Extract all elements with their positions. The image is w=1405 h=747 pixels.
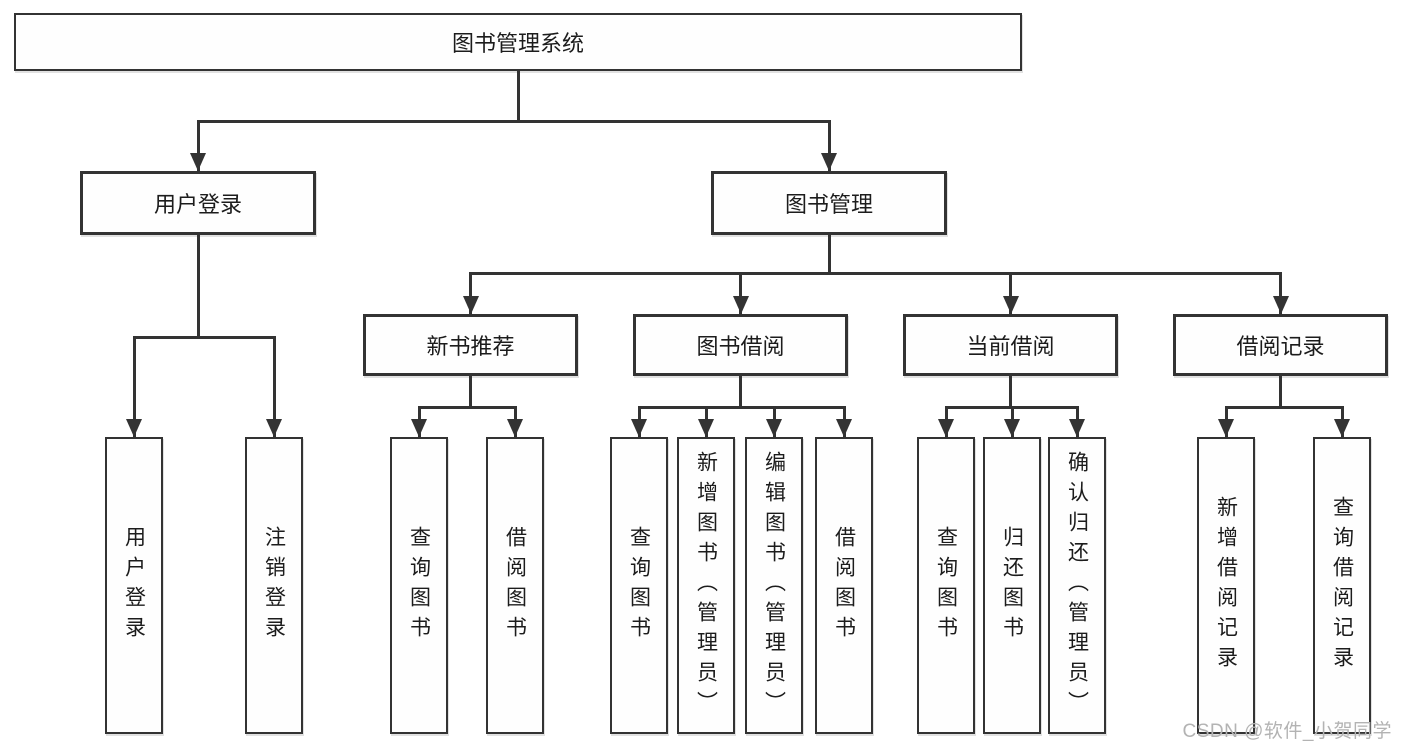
connector-arrow-new-book	[469, 272, 472, 314]
leaf-current-confirm-return-admin: 确认归还（管理员）	[1048, 437, 1106, 734]
leaf-borrowing-query-books: 查询图书	[610, 437, 668, 734]
connector-records-stem	[1279, 376, 1282, 406]
node-new-book-recommendation: 新书推荐	[363, 314, 578, 376]
leaf-records-add-record: 新增借阅记录	[1197, 437, 1255, 734]
connector-arrow-leaf-logout	[272, 336, 276, 437]
leaf-label: 查询图书	[407, 525, 431, 646]
connector-arrow-leaf-user-login	[132, 336, 136, 437]
node-borrow-records: 借阅记录	[1173, 314, 1388, 376]
connector-login-hline	[132, 336, 276, 339]
leaf-label: 查询图书	[627, 525, 651, 646]
connector-arrow-br-query	[1340, 406, 1344, 437]
connector-arrow-nb-borrow	[513, 406, 517, 437]
leaf-borrowing-edit-books-admin: 编辑图书（管理员）	[745, 437, 803, 734]
connector-root-hline	[196, 120, 831, 123]
connector-arrow-bb-query	[637, 406, 641, 437]
connector-arrow-cb-confirm	[1075, 406, 1079, 437]
connector-arrow-user-login	[196, 120, 200, 171]
leaf-logout: 注销登录	[245, 437, 303, 734]
connector-arrow-current-borrowing	[1009, 272, 1012, 314]
connector-arrow-book-management	[827, 120, 831, 171]
leaf-current-query-books: 查询图书	[917, 437, 975, 734]
connector-arrow-bb-borrow	[842, 406, 846, 437]
connector-mgmt-hline	[469, 272, 1282, 275]
leaf-label: 新增图书（管理员）	[694, 450, 718, 721]
leaf-label: 确认归还（管理员）	[1065, 450, 1089, 721]
connector-records-hline	[1224, 406, 1344, 409]
connector-arrow-br-add	[1224, 406, 1228, 437]
leaf-label: 借阅图书	[503, 525, 527, 646]
node-book-management: 图书管理	[711, 171, 947, 235]
leaf-label: 归还图书	[1000, 525, 1024, 646]
leaf-records-query-record: 查询借阅记录	[1313, 437, 1371, 734]
connector-arrow-cb-query	[944, 406, 948, 437]
leaf-label: 借阅图书	[832, 525, 856, 646]
connector-newbook-stem	[469, 376, 472, 406]
connector-arrow-cb-return	[1010, 406, 1014, 437]
connector-current-stem	[1009, 376, 1012, 406]
leaf-borrowing-borrow-books: 借阅图书	[815, 437, 873, 734]
connector-root-stem	[516, 71, 520, 120]
connector-borrow-stem	[739, 376, 742, 406]
connector-mgmt-stem	[827, 235, 831, 272]
leaf-label: 查询图书	[934, 525, 958, 646]
leaf-label: 用户登录	[122, 525, 146, 646]
leaf-label: 编辑图书（管理员）	[762, 450, 786, 721]
connector-arrow-borrow-records	[1279, 272, 1282, 314]
connector-arrow-nb-query	[417, 406, 421, 437]
node-user-login: 用户登录	[80, 171, 316, 235]
leaf-label: 注销登录	[262, 525, 286, 646]
leaf-borrowing-add-books-admin: 新增图书（管理员）	[677, 437, 735, 734]
node-book-borrowing: 图书借阅	[633, 314, 848, 376]
leaf-newbook-query-books: 查询图书	[390, 437, 448, 734]
node-current-borrowing: 当前借阅	[903, 314, 1118, 376]
leaf-user-login: 用户登录	[105, 437, 163, 734]
connector-newbook-hline	[417, 406, 517, 409]
connector-login-stem	[196, 235, 200, 336]
connector-arrow-bb-edit	[772, 406, 776, 437]
connector-arrow-bb-add	[704, 406, 708, 437]
leaf-label: 新增借阅记录	[1214, 495, 1238, 676]
leaf-newbook-borrow-books: 借阅图书	[486, 437, 544, 734]
connector-borrow-hline	[637, 406, 846, 409]
node-library-management-system: 图书管理系统	[14, 13, 1022, 71]
connector-arrow-book-borrowing	[739, 272, 742, 314]
leaf-label: 查询借阅记录	[1330, 495, 1354, 676]
csdn-watermark: CSDN @软件_小贺同学	[1182, 721, 1392, 742]
leaf-current-return-books: 归还图书	[983, 437, 1041, 734]
